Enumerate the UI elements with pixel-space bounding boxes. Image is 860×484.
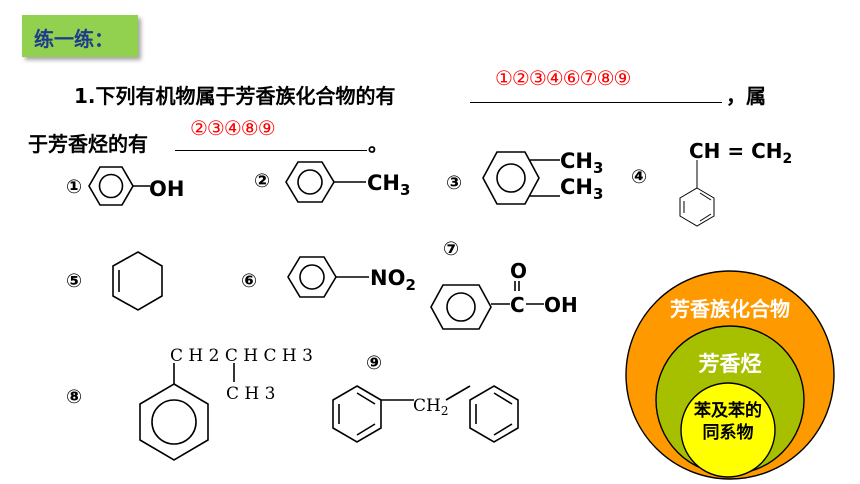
compound-9-structure [332,385,519,443]
compound-7-oh-label: OH [544,293,578,317]
compound-1-label: OH [149,177,184,201]
answer-1: ①②③④⑥⑦⑧⑨ [495,66,631,90]
question-line2-prefix: 于芳香烃的有 [28,132,148,156]
compound-6-structure [287,256,369,298]
compound-8-chain-label: C H 2 C H C H 3 [170,346,313,366]
question-line1-prefix: 1.下列有机物属于芳香族化合物的有 [74,84,396,108]
compound-9-bridge-label: CH2 [413,396,448,418]
answer-2: ②③④⑧⑨ [190,116,276,140]
compound-8-structure [139,363,235,461]
compound-2-label: CH3 [367,171,410,199]
section-tag-label: 练一练： [34,27,114,51]
compound-5-number: ⑤ [66,270,83,292]
inner-circle [680,382,776,478]
compound-7-o-label: O [510,259,527,283]
diagram-outer-label: 芳香族化合物 [670,297,790,321]
diagram-inner-line1: 苯及苯的 [694,401,762,421]
compound-3-structure [482,151,560,205]
diagram-middle-label: 芳香烃 [698,352,762,376]
classification-diagram [625,270,835,480]
compound-8-number: ⑧ [66,386,83,408]
compound-8-branch-label: C H 3 [226,384,275,404]
compound-7-structure [430,281,544,330]
compound-7-number: ⑦ [443,238,460,260]
question-line2-suffix: 。 [368,132,388,156]
compound-4-structure [679,160,715,227]
answer-blank-2[interactable] [175,128,367,151]
diagram-inner-label: 苯及苯的 同系物 [681,400,775,444]
compound-2-number: ② [254,170,271,192]
section-tag: 练一练： [22,15,138,57]
compound-1-structure [88,166,150,206]
compound-9-number: ⑨ [366,352,383,374]
compound-4-label: CH = CH2 [689,139,792,167]
compound-3-label-bottom: CH3 [560,175,603,203]
compound-2-structure [285,161,366,203]
compound-7-c-label: C [510,293,525,317]
compound-1-number: ① [66,176,83,198]
compound-6-number: ⑥ [241,270,258,292]
compound-4-number: ④ [631,166,648,188]
diagram-inner-line2: 同系物 [702,423,754,443]
compound-3-label-top: CH3 [560,149,603,177]
answer-blank-1[interactable] [470,80,722,103]
compound-5-structure [112,251,163,311]
compound-6-label: NO2 [370,266,416,294]
compound-3-number: ③ [446,172,463,194]
question-line1-suffix: ，属 [726,84,766,108]
